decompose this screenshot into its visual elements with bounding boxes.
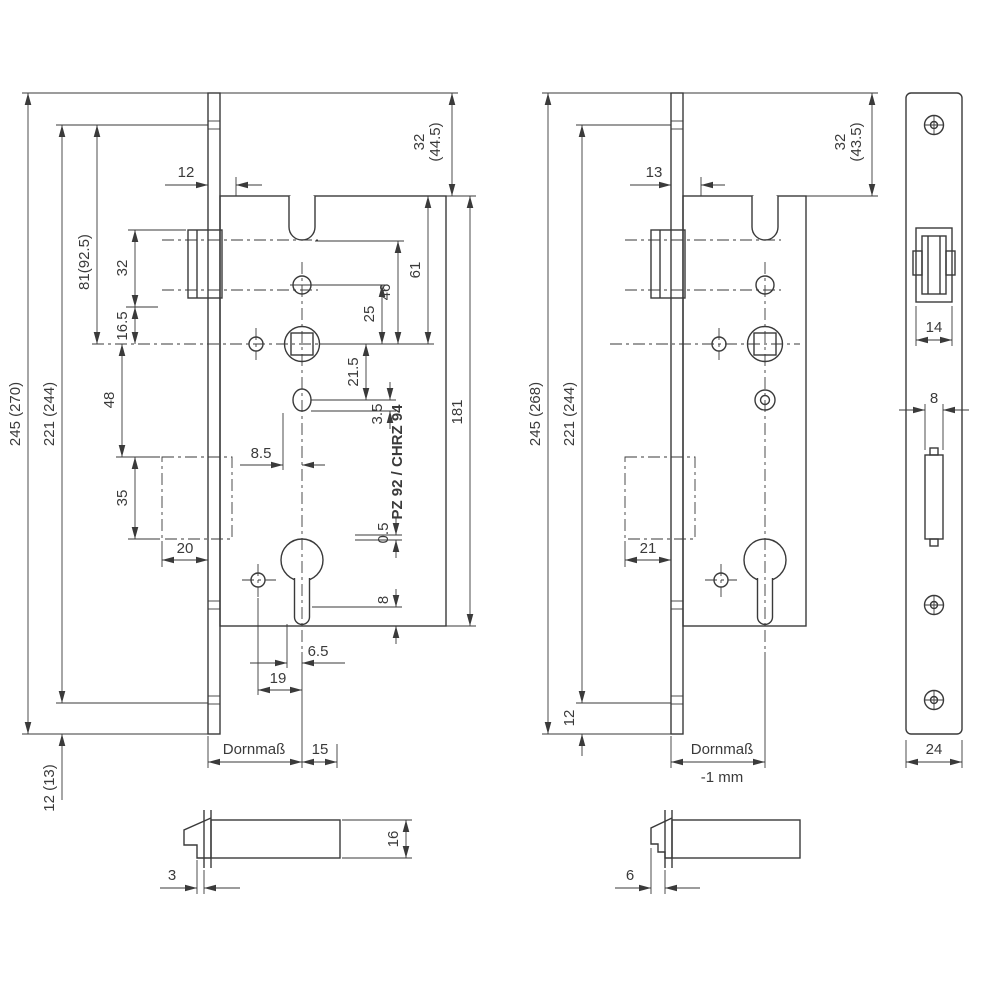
right-dimension-lines: [542, 92, 878, 768]
left-deadbolt-hidden: [161, 456, 233, 540]
dim-61: 61: [407, 262, 424, 279]
model-label: PZ 92 / CHRZ 94: [389, 404, 406, 520]
dim-top-right-44-5: (44.5): [427, 122, 444, 161]
right-latch-bolt: [650, 229, 686, 299]
faceplate-dimension-labels: 14 8 24: [926, 319, 943, 758]
right-latch-body: [671, 819, 801, 859]
dim-46: 46: [377, 284, 394, 301]
dim-25: 25: [361, 306, 378, 323]
dim-plate-width: 24: [926, 741, 943, 758]
dim-bottom-offset-right: 12: [561, 710, 578, 727]
faceplate-outline: [905, 92, 963, 735]
faceplate-dimension-lines: [899, 306, 969, 768]
right-case-notch: [751, 196, 779, 241]
dim-19: 19: [270, 670, 287, 687]
dim-16-5: 16.5: [114, 311, 131, 340]
left-dimension-labels: 245 (270) 221 (244) 81(92.5) 32 16.5 48 …: [7, 122, 466, 811]
dim-total-height: 245 (270): [7, 382, 24, 446]
right-latch-detail: 6: [615, 810, 801, 894]
left-latch-bolt: [187, 229, 223, 299]
backset-label-right: Dornmaß: [691, 741, 754, 758]
left-lock-case: [219, 195, 447, 627]
right-lock-body: [610, 92, 807, 735]
latch-opening: [912, 227, 956, 303]
dim-15: 15: [312, 741, 329, 758]
dim-bolt-width: 8: [930, 390, 938, 407]
dim-3-5: 3.5: [369, 404, 386, 425]
dim-81: 81(92.5): [76, 234, 93, 290]
dim-screw-height-right: 221 (244): [561, 382, 578, 446]
faceplate-front-view: 14 8 24: [899, 92, 969, 768]
dim-top-right-32-right: 32: [832, 134, 849, 151]
dim-8-5: 8.5: [251, 445, 272, 462]
backset-label: Dornmaß: [223, 741, 286, 758]
dim-latch-width: 14: [926, 319, 943, 336]
dim-21-5: 21.5: [345, 357, 362, 386]
backset-note-right: -1 mm: [701, 769, 744, 786]
left-faceplate-side: [207, 92, 221, 735]
left-case-notch: [288, 196, 316, 241]
dim-48: 48: [101, 392, 118, 409]
left-latch-nose: [183, 817, 212, 859]
right-lock-case: [682, 195, 807, 627]
dim-latch-protrusion: 3: [168, 867, 176, 884]
left-latch-detail: 16 3: [160, 810, 412, 894]
dim-32: 32: [114, 260, 131, 277]
dim-8: 8: [375, 596, 392, 604]
screw-hole-middle: [923, 594, 945, 616]
bolt-opening: [924, 447, 944, 547]
dim-top-offset: 12: [178, 164, 195, 181]
left-latch-body: [210, 819, 341, 859]
left-dimension-lines: [22, 92, 476, 800]
right-dimension-labels: 245 (268) 221 (244) 12 13 21 Dornmaß -1 …: [527, 122, 865, 786]
screw-hole-top: [923, 114, 945, 136]
dim-0-5: 0.5: [375, 523, 392, 544]
dim-top-right-32: 32: [411, 134, 428, 151]
dim-181: 181: [449, 399, 466, 424]
dim-21: 21: [640, 540, 657, 557]
dim-6-5: 6.5: [308, 643, 329, 660]
right-deadbolt-hidden: [624, 456, 696, 540]
right-latch-nose: [650, 817, 673, 859]
dim-20: 20: [177, 540, 194, 557]
dim-top-offset-right: 13: [646, 164, 663, 181]
left-lock-view: 245 (270) 221 (244) 81(92.5) 32 16.5 48 …: [7, 92, 476, 894]
dim-top-right-43-5: (43.5): [848, 122, 865, 161]
right-faceplate-side: [670, 92, 684, 735]
dim-35: 35: [114, 490, 131, 507]
dim-latch-height: 16: [385, 831, 402, 848]
dim-bottom-offset: 12 (13): [41, 764, 58, 812]
dim-total-height-right: 245 (268): [527, 382, 544, 446]
screw-hole-bottom: [923, 689, 945, 711]
left-lock-body: [92, 92, 447, 735]
dim-screw-height: 221 (244): [41, 382, 58, 446]
dim-latch-protrusion-right: 6: [626, 867, 634, 884]
right-lock-view: 245 (268) 221 (244) 12 13 21 Dornmaß -1 …: [527, 92, 878, 894]
